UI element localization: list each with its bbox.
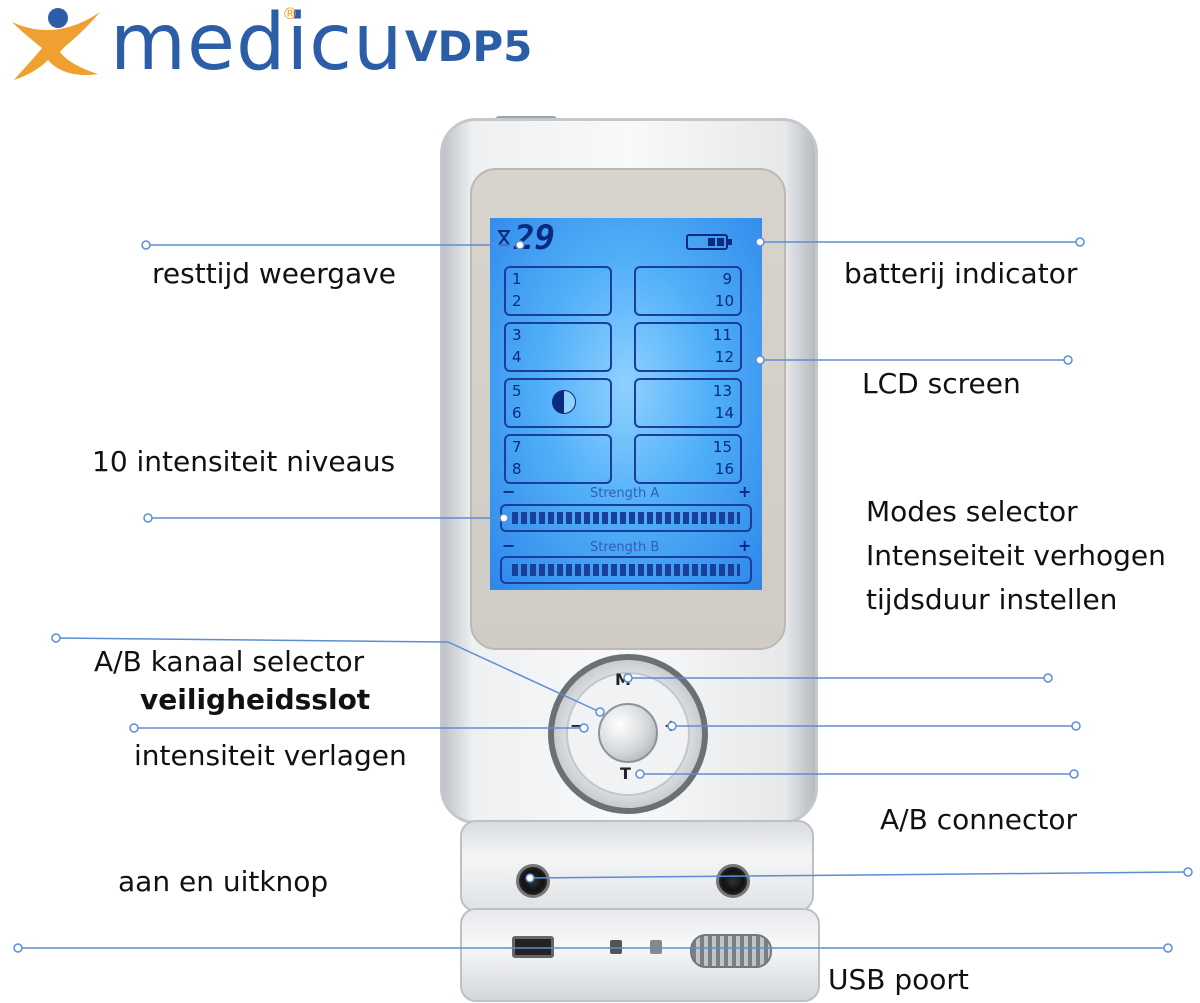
usb-port[interactable] (512, 936, 554, 958)
strength-b-bar (500, 556, 752, 584)
mode-box-13-14: 13 14 (634, 378, 742, 428)
leader-intensity-up-endpoint (1071, 721, 1081, 731)
mode-box-9-10: 9 10 (634, 266, 742, 316)
mode-box-15-16: 15 16 (634, 434, 742, 484)
leader-battery-endpoint (755, 237, 765, 247)
mode-box-7-8: 7 8 (504, 434, 612, 484)
leader-remaining-time-endpoint (141, 240, 151, 250)
label-lcd-screen: LCD screen (862, 367, 1021, 400)
lcd-screen: 29 1 2 3 4 5 6 7 8 9 10 11 12 13 14 15 1… (490, 218, 762, 590)
leader-ab-channel-endpoint (595, 707, 605, 717)
strength-b-minus: − (502, 536, 516, 555)
leader-lcd-endpoint (755, 355, 765, 365)
model-name: VDP5 (405, 22, 533, 71)
label-duration: tijdsduur instellen (866, 583, 1118, 616)
leader-intensity-levels-endpoint (143, 513, 153, 523)
leader-ab-connector-endpoint (1183, 867, 1193, 877)
label-modes-selector: Modes selector (866, 495, 1078, 528)
leader-ab-connector-endpoint (525, 873, 535, 883)
label-ab-channel: A/B kanaal selector (94, 645, 365, 678)
strength-b-label: Strength B (590, 540, 660, 555)
indicator-led-2 (650, 940, 662, 954)
yin-yang-icon (552, 390, 576, 414)
label-intensity-levels: 10 intensiteit niveaus (92, 445, 396, 478)
connector-b-jack[interactable] (716, 864, 750, 898)
leader-ab-channel (55, 637, 601, 713)
leader-timer-endpoint (635, 769, 645, 779)
leader-usb-endpoint (13, 943, 23, 953)
label-intensity-down: intensiteit verlagen (134, 739, 407, 772)
label-usb-port: USB poort (828, 963, 969, 996)
strength-b-plus: + (738, 536, 752, 555)
registered-mark: ® (282, 4, 298, 23)
mode-box-11-12: 11 12 (634, 322, 742, 372)
leader-ab-channel-endpoint (51, 633, 61, 643)
leader-timer-endpoint (1069, 769, 1079, 779)
strength-a-minus: − (502, 482, 516, 501)
strength-a-plus: + (738, 482, 752, 501)
leader-intensity-down-endpoint (579, 723, 589, 733)
leader-intensity-down-endpoint (129, 723, 139, 733)
timer-value: 29 (514, 218, 555, 258)
leader-lcd-endpoint (1063, 355, 1073, 365)
indicator-led-1 (610, 940, 622, 954)
leader-intensity-up-endpoint (667, 721, 677, 731)
mode-box-5-6: 5 6 (504, 378, 612, 428)
power-slide-switch[interactable] (690, 934, 772, 968)
leader-mode-endpoint (623, 673, 633, 683)
mode-box-3-4: 3 4 (504, 322, 612, 372)
ab-channel-button[interactable] (598, 703, 658, 763)
leader-remaining-time-endpoint (515, 240, 525, 250)
leader-usb-endpoint (1163, 943, 1173, 953)
person-figure-icon (12, 8, 100, 80)
strength-a-label: Strength A (590, 486, 660, 501)
battery-icon (686, 234, 732, 250)
label-safety-lock: veiligheidsslot (140, 683, 371, 716)
label-remaining-time: resttijd weergave (152, 257, 397, 290)
leader-intensity-levels-endpoint (499, 513, 509, 523)
label-intensity-up: Intenseiteit verhogen (866, 539, 1166, 572)
mode-box-1-2: 1 2 (504, 266, 612, 316)
label-ab-connector: A/B connector (880, 803, 1077, 836)
leader-battery-endpoint (1075, 237, 1085, 247)
timer-button[interactable]: T (620, 764, 631, 783)
label-battery-indicator: batterij indicator (844, 257, 1078, 290)
leader-ab-connector (529, 871, 1189, 879)
brand-name: medicu (110, 0, 404, 88)
leader-mode-endpoint (1043, 673, 1053, 683)
label-power-button: aan en uitknop (118, 865, 329, 898)
